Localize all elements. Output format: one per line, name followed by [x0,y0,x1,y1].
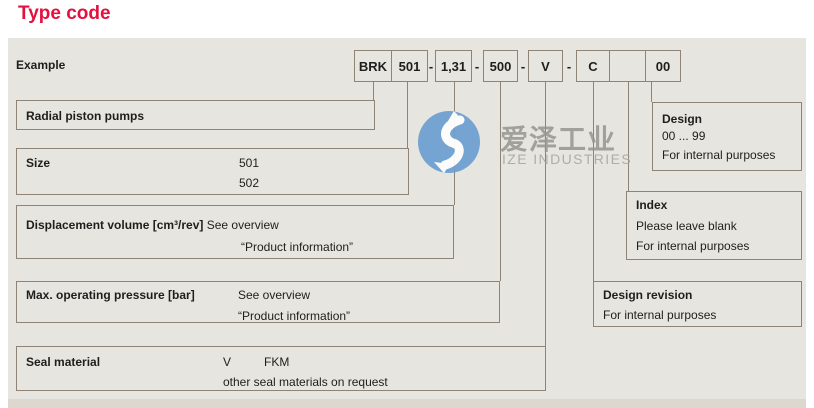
displacement-value-line2: “Product information” [241,240,354,254]
box-size: Size 501 502 [16,148,409,195]
code-box-design: 00 [645,50,681,82]
box-max-operating-pressure: Max. operating pressure [bar] See overvi… [16,281,500,323]
box-design: Design 00 ... 99 For internal purposes [652,102,802,171]
box-index: Index Please leave blank For internal pu… [626,191,802,260]
index-line2: For internal purposes [636,239,750,253]
connector-displacement [454,81,455,205]
index-line1: Please leave blank [636,219,737,233]
connector-index [628,81,629,191]
code-separator: - [566,58,572,74]
code-box-pressure: 500 [483,50,518,82]
design-revision-line1: For internal purposes [603,308,717,322]
connector-size [407,81,408,148]
pressure-label: Max. operating pressure [bar] [26,288,195,302]
displacement-value-line1: See overview [206,218,279,232]
code-box-displacement: 1,31 [435,50,472,82]
size-value-1: 501 [239,156,260,170]
box-displacement-volume: Displacement volume [cm³/rev] See overvi… [16,205,454,259]
code-box-index-blank [609,50,646,82]
design-line2: For internal purposes [662,148,776,162]
connector-seal [545,81,546,346]
code-box-design-revision: C [576,50,610,82]
connector-pump [373,81,374,101]
seal-note: other seal materials on request [223,375,388,389]
seal-code: V [223,355,232,369]
displacement-label: Displacement volume [cm³/rev] [26,218,204,232]
pressure-value-line1: See overview [238,288,311,302]
index-title: Index [636,198,668,212]
example-label: Example [16,58,66,72]
code-separator: - [428,58,434,74]
code-separator: - [520,58,526,74]
connector-pressure [500,81,501,281]
box-seal-material: Seal material V FKM other seal materials… [16,346,546,391]
box-design-revision: Design revision For internal purposes [593,281,802,327]
design-line1: 00 ... 99 [662,129,706,143]
size-value-2: 502 [239,176,260,190]
seal-code-meaning: FKM [264,355,290,369]
pressure-value-line2: “Product information” [238,309,351,323]
code-box-size: 501 [391,50,428,82]
code-box-seal: V [528,50,563,82]
connector-design-revision [593,81,594,281]
box-radial-piston-pumps: Radial piston pumps [16,100,375,130]
radial-label: Radial piston pumps [26,109,145,123]
design-title: Design [662,112,703,126]
code-box-pump: BRK [354,50,392,82]
design-revision-title: Design revision [603,288,693,302]
seal-label: Seal material [26,355,101,369]
code-separator: - [474,58,480,74]
connector-design [651,81,652,102]
panel-footer-strip [8,399,806,408]
size-label: Size [26,156,51,170]
page-title: Type code [18,3,111,24]
